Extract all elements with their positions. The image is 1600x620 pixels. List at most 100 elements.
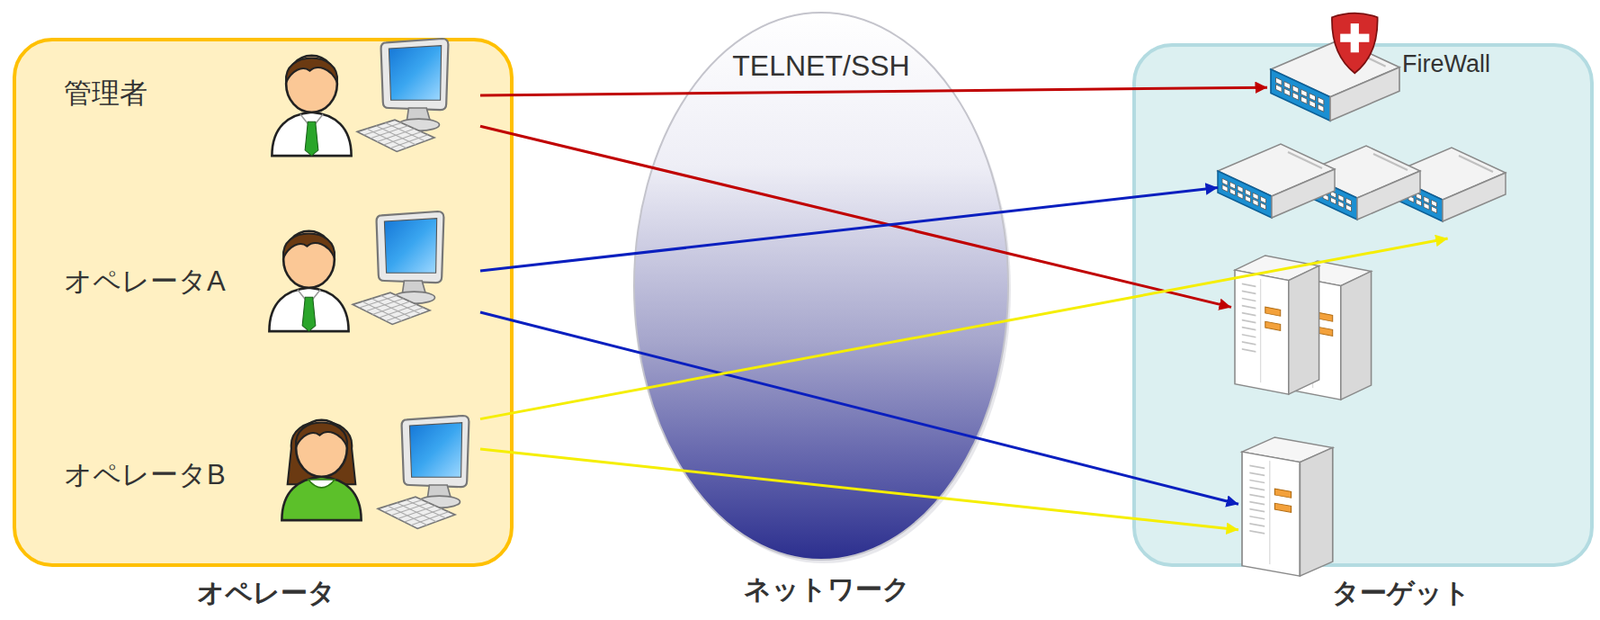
server-vent [1249,509,1265,512]
server-vent [1249,530,1265,534]
key-col [391,502,430,516]
node-label: 管理者 [63,78,148,109]
node-label: オペレータA [63,266,226,297]
connector-arrow [480,238,1449,420]
connector-arrow [480,312,1239,504]
key-col [372,301,411,314]
pc-keyboard [352,292,430,324]
operator-row: オペレータB [53,408,481,539]
server-icon [1287,260,1372,400]
node-label: FireWall [1402,51,1491,79]
switch-port [1331,196,1337,205]
person-body [268,287,349,331]
server-panel [1249,456,1291,568]
server-vent [1242,341,1257,345]
switch-port [1245,195,1252,203]
switch-port [1423,196,1430,204]
person-face [283,231,335,288]
person-face [286,55,338,113]
server-vent [1242,297,1257,301]
server-vent [1242,320,1257,323]
switch-icon [1217,143,1335,218]
switch-port [1284,81,1291,90]
pc-icon [357,38,448,152]
person-tie [304,121,319,156]
server-vent [1242,283,1257,287]
switch-port [1276,84,1283,93]
key-row [396,502,437,522]
operator-row: オペレータA [53,214,481,337]
switch-port [1346,197,1352,206]
pc-monitor [376,211,445,283]
server-vent [1249,523,1265,527]
key-col [359,295,398,309]
server-vent [1249,479,1265,483]
server-icon [1242,437,1333,576]
switch-side [1271,169,1335,218]
switch-side [1442,172,1506,222]
text-holder: オペレータA [63,266,226,297]
server-side [1299,447,1332,577]
server-device-art [1238,437,1338,580]
switch-port [1252,198,1259,206]
switch-stripe [1373,153,1408,170]
server-slot [1274,502,1291,512]
person-collar [308,479,335,488]
person-body [271,112,351,156]
network-ellipse [634,12,1009,560]
pc-keyboard [357,119,435,152]
switch-port [1301,96,1308,105]
pc-icon [352,211,444,324]
server-slot [1265,321,1281,331]
server-slot [1274,488,1291,498]
switch-icon [1270,39,1400,121]
node-label: オペレータB [63,459,226,491]
server-device [1238,437,1338,580]
person-tie [302,296,316,331]
server-vent [1242,290,1257,294]
person-icon [281,420,361,520]
pc-keyboard [377,496,456,528]
switch-ports [1276,77,1324,112]
server-front [1242,451,1300,576]
connector-arrow [480,125,1232,307]
keyboard-keys [359,295,424,322]
text-holder: 管理者 [63,78,148,109]
switch-port [1237,191,1243,199]
group-label: ネットワーク [743,573,911,604]
switch-port [1423,202,1430,210]
key-col [411,511,449,526]
pc-icon [377,415,469,528]
key-col [384,131,422,145]
switch-port [1230,181,1236,189]
network-cloud: TELNET/SSHネットワーク [632,10,1011,562]
text-holder: TELNET/SSH [732,50,910,82]
person-hair [286,57,338,82]
switch-group [1217,136,1517,239]
keyboard-keys [384,500,449,526]
node-label: TELNET/SSH [732,50,910,82]
switch-port [1276,77,1283,86]
switch-stripe [1458,155,1493,172]
pc-screen [409,422,462,478]
switch-port [1338,194,1344,202]
server-vent [1249,516,1265,519]
server-vent [1249,494,1265,498]
person-hair [295,421,348,447]
switch-front [1217,170,1272,218]
key-row [371,298,412,318]
server-edge [1260,278,1261,383]
server-side [1340,271,1372,401]
key-col [366,298,404,312]
shield-body [1331,13,1378,74]
pc-screen [384,218,437,274]
text-holder: ネットワーク [743,573,911,604]
server-edge [1269,460,1270,564]
key-col [404,508,443,522]
switch-port [1431,205,1438,214]
server-vent [1242,348,1257,352]
server-group [1231,253,1389,403]
server-vent [1242,334,1257,338]
server-panel [1242,275,1281,386]
switch-port [1338,200,1344,208]
